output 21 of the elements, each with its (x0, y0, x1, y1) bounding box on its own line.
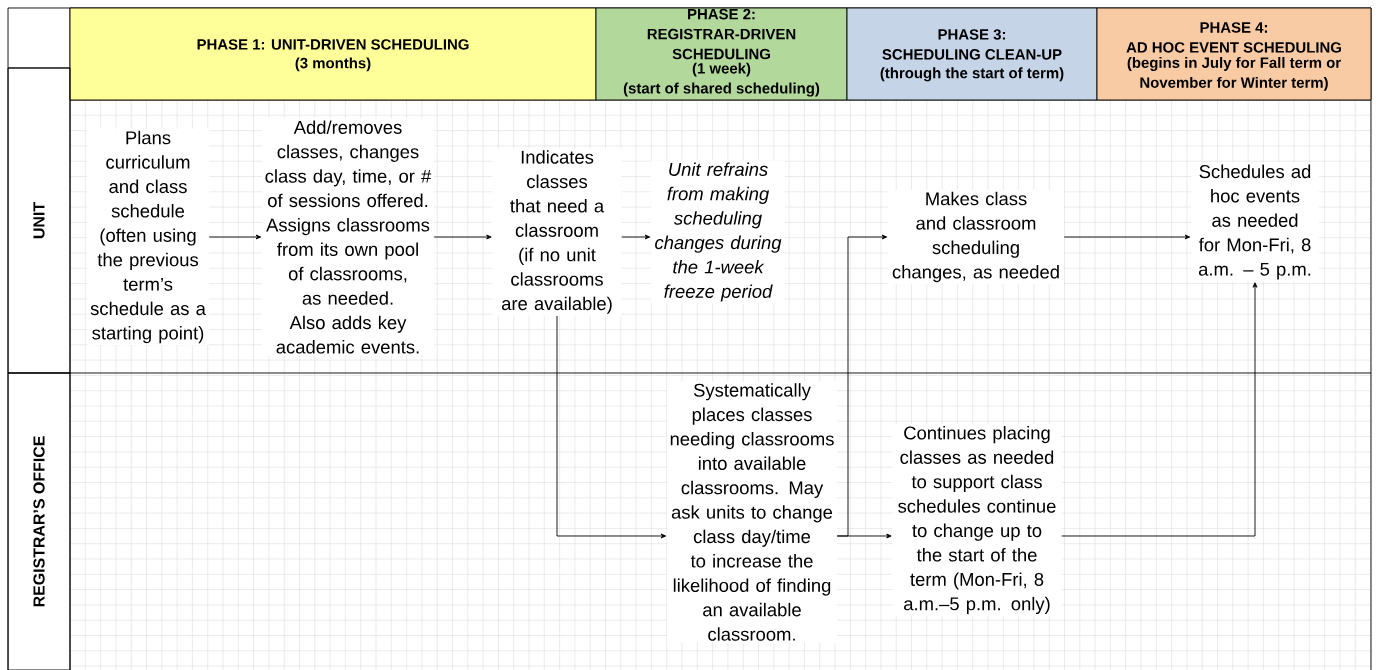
arrow (208, 234, 262, 240)
arrow (556, 315, 667, 539)
process-text: Unit refrains from making scheduling changes during the 1-week freeze period (651, 160, 785, 304)
lane-label: UNIT (7, 67, 71, 374)
arrow (1061, 282, 1258, 537)
phase-header: PHASE 4: AD HOC EVENT SCHEDULING (begins in July for Fall term or November for Winter term) (1096, 7, 1372, 101)
process-text: Indicates classes that need a classroom (if no unit classrooms are available) (492, 148, 622, 316)
arrow (621, 234, 651, 240)
process-text: Systematically places classes needing classrooms into available classrooms. May ask units to change class day/time to increase the likelihood of finding an available classroom. (667, 381, 837, 643)
process-text: Add/removes classes, changes class day, time, or # of sessions offered. Assigns classrooms from its own pool of classrooms, as needed. Also adds key academic events. (262, 118, 434, 356)
process-text: Plans curriculum and class schedule (often using the previous term’s schedule as a starting point) (87, 128, 209, 346)
phase-header: PHASE 1: UNIT-DRIVEN SCHEDULING (3 months) (69, 7, 597, 101)
arrow (433, 234, 492, 240)
lane-label: REGISTRAR’S OFFICE (7, 372, 71, 670)
arrow (836, 234, 888, 537)
arrow (1063, 234, 1191, 240)
process-text: Schedules ad hoc events as needed for Mon-Fri, 8 a.m. – 5 p.m. (1191, 162, 1319, 282)
phase-header: PHASE 3: SCHEDULING CLEAN-UP (through the start of term) (846, 7, 1098, 101)
process-text: Continues placing classes as needed to support class schedules continue to change up to the start of the term (Mon-Fri, 8 a.m.–5 p.m. only) (892, 423, 1062, 616)
phase-header: PHASE 2: REGISTRAR-DRIVEN SCHEDULING (1 week) (start of shared scheduling) (595, 7, 848, 101)
process-text: Makes class and classroom scheduling changes, as needed (888, 189, 1064, 285)
